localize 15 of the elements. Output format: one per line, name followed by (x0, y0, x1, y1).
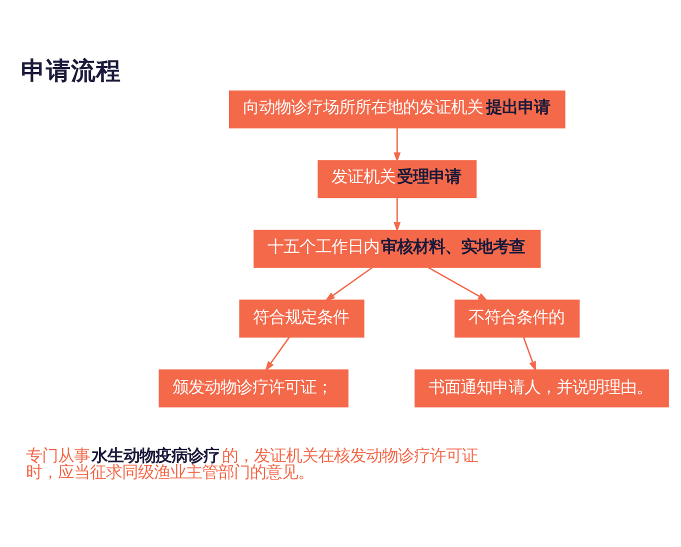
arrow (265, 337, 290, 372)
node-box: 符合规定条件 (239, 300, 364, 338)
node-box: 十五个工作日内审核材料、实地考查 (254, 230, 541, 268)
node-box: 书面通知申请人，并说明理由。 (414, 369, 669, 408)
node-box: 颁发动物诊疗许可证； (158, 369, 348, 408)
arrow (394, 128, 401, 162)
diagram-title: 申请流程 (20, 56, 121, 85)
arrow (324, 267, 373, 302)
arrow (428, 266, 488, 302)
arrow (394, 198, 401, 232)
arrow (522, 337, 536, 372)
label: 专门从事水生动物疫病诊疗的，发证机关在核发动物诊疗许可证时，应当征求同级渔业主管部门的意见。 (26, 446, 478, 482)
node-box: 不符合条件的 (454, 300, 580, 338)
node-box: 向动物诊疗场所所在地的发证机关提出申请 (228, 90, 566, 128)
node-box: 发证机关受理申请 (318, 160, 477, 198)
